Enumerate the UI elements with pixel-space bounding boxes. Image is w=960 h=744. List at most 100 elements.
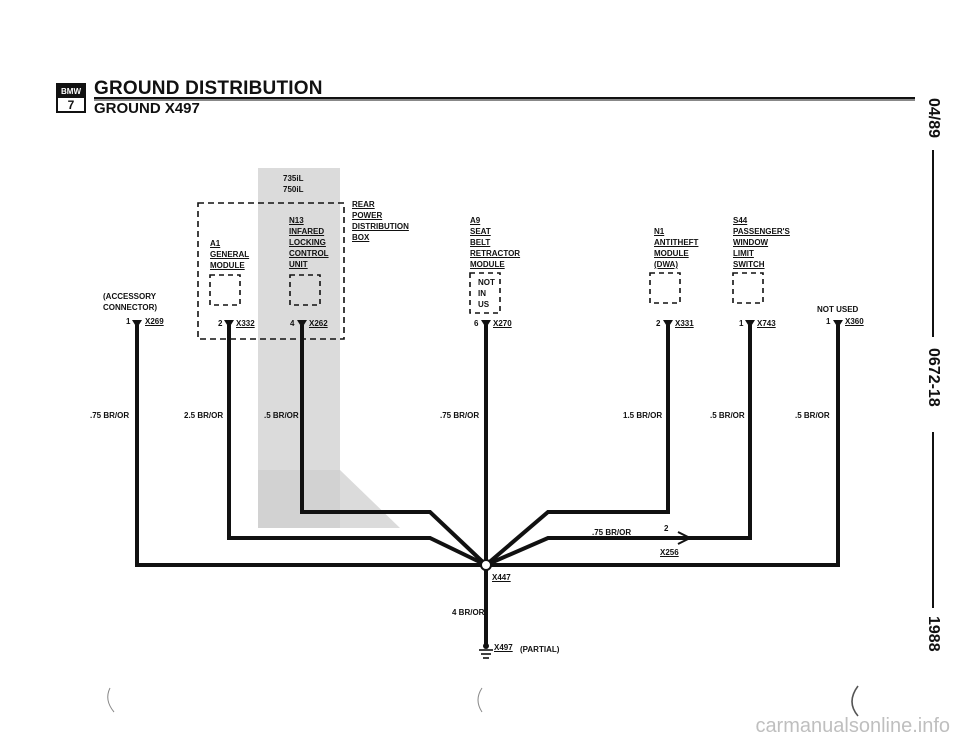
wire-x360 [486, 325, 840, 567]
connector-pin: 2 [218, 319, 223, 328]
s44-label-1: S44 [733, 216, 748, 225]
wire-x331 [484, 325, 670, 567]
pin-x331 [663, 320, 673, 328]
side-date: 04/89 [925, 98, 942, 139]
wire-label: .75 BR/OR [90, 411, 130, 420]
wire-label: .5 BR/OR [795, 411, 830, 420]
s44-label-4: LIMIT [733, 249, 754, 258]
connector-pin: 2 [656, 319, 661, 328]
connector-id: X270 [493, 319, 512, 328]
accessory-label-2: CONNECTOR) [103, 303, 158, 312]
splice-node [480, 559, 492, 571]
stray-mark-2 [477, 687, 483, 713]
a9-label-5: MODULE [470, 260, 505, 269]
wire-label: .75 BR/OR [440, 411, 480, 420]
rear-power-box-outline [197, 202, 345, 340]
n1-connector-outline [649, 272, 681, 304]
wire-label-main: 4 BR/OR [452, 608, 485, 617]
n1-label-2: ANTITHEFT [654, 238, 699, 247]
wire-x269 [135, 325, 486, 567]
ground-terminal [483, 643, 489, 649]
model-shading-tail [258, 470, 400, 528]
logo-bottom-text: 7 [67, 98, 75, 112]
x256-pin: 2 [664, 524, 669, 533]
connector-pin: 6 [474, 319, 479, 328]
model-note-line1: 735iL [283, 174, 304, 183]
a9-note-1: NOT [478, 278, 495, 287]
n13-connector-outline [289, 274, 321, 306]
a1-label-2: GENERAL [210, 250, 250, 259]
n1-label-1: N1 [654, 227, 665, 236]
n13-label-2: INFARED [289, 227, 325, 236]
s44-label-2: PASSENGER'S [733, 227, 790, 236]
ground-id: X497 [494, 643, 513, 652]
wire-label: 1.5 BR/OR [623, 411, 663, 420]
n13-label-5: UNIT [289, 260, 308, 269]
connector-id: X331 [675, 319, 694, 328]
n13-label-4: CONTROL [289, 249, 329, 258]
s44-label-5: SWITCH [733, 260, 765, 269]
pin-x360 [833, 320, 843, 328]
rear-power-label-2: POWER [352, 211, 383, 220]
wire-label: 2.5 BR/OR [184, 411, 224, 420]
pin-x269 [132, 320, 142, 328]
a9-connector-outline [469, 272, 501, 314]
connector-id: X262 [309, 319, 328, 328]
a9-note-2: IN [478, 289, 486, 298]
connector-pin: 1 [826, 317, 831, 326]
stray-mark-1 [107, 687, 115, 713]
wire-x332 [227, 325, 487, 567]
a9-note-3: US [478, 300, 490, 309]
a9-label-2: SEAT [470, 227, 491, 236]
s44-connector-outline [732, 272, 764, 304]
wire-label: .5 BR/OR [710, 411, 745, 420]
a9-label-1: A9 [470, 216, 481, 225]
x256-id: X256 [660, 548, 679, 557]
not-used-label: NOT USED [817, 305, 859, 314]
pin-x743 [745, 320, 755, 328]
model-shading [258, 168, 340, 528]
connector-pin: 1 [126, 317, 131, 326]
a1-label-1: A1 [210, 239, 221, 248]
a1-label-3: MODULE [210, 261, 245, 270]
connector-pin: 1 [739, 319, 744, 328]
x256-connector-arrow [677, 531, 693, 545]
rear-power-label-1: REAR [352, 200, 375, 209]
splice-label: X447 [492, 573, 511, 582]
n13-label-1: N13 [289, 216, 304, 225]
wire-label: .5 BR/OR [264, 411, 299, 420]
watermark: carmanualsonline.info [755, 715, 950, 737]
a9-label-4: RETRACTOR [470, 249, 521, 258]
pin-x262 [297, 320, 307, 328]
connector-id: X332 [236, 319, 255, 328]
connector-pin: 4 [290, 319, 295, 328]
n1-label-3: MODULE [654, 249, 689, 258]
wire-x743 [485, 325, 752, 567]
wire-label: .75 BR/OR [592, 528, 632, 537]
n13-label-3: LOCKING [289, 238, 326, 247]
a1-connector-outline [209, 274, 241, 306]
logo-top-text: BMW [58, 85, 84, 98]
connector-id: X269 [145, 317, 164, 326]
model-note-line2: 750iL [283, 185, 304, 194]
rear-power-label-3: DISTRIBUTION [352, 222, 409, 231]
bmw-7-logo: BMW 7 [56, 83, 86, 113]
n1-label-4: (DWA) [654, 260, 678, 269]
connector-id: X743 [757, 319, 776, 328]
side-code: 0672-18 [925, 348, 942, 407]
connector-id: X360 [845, 317, 864, 326]
page-subtitle: GROUND X497 [94, 100, 200, 117]
s44-label-3: WINDOW [733, 238, 769, 247]
ground-note: (PARTIAL) [520, 645, 560, 654]
pin-x332 [224, 320, 234, 328]
wire-x262 [300, 325, 488, 567]
side-year: 1988 [925, 616, 942, 652]
accessory-label-1: (ACCESSORY [103, 292, 157, 301]
a9-label-3: BELT [470, 238, 491, 247]
pin-x270 [481, 320, 491, 328]
stray-mark-3 [851, 685, 859, 717]
ground-symbol [479, 649, 493, 659]
rear-power-label-4: BOX [352, 233, 370, 242]
